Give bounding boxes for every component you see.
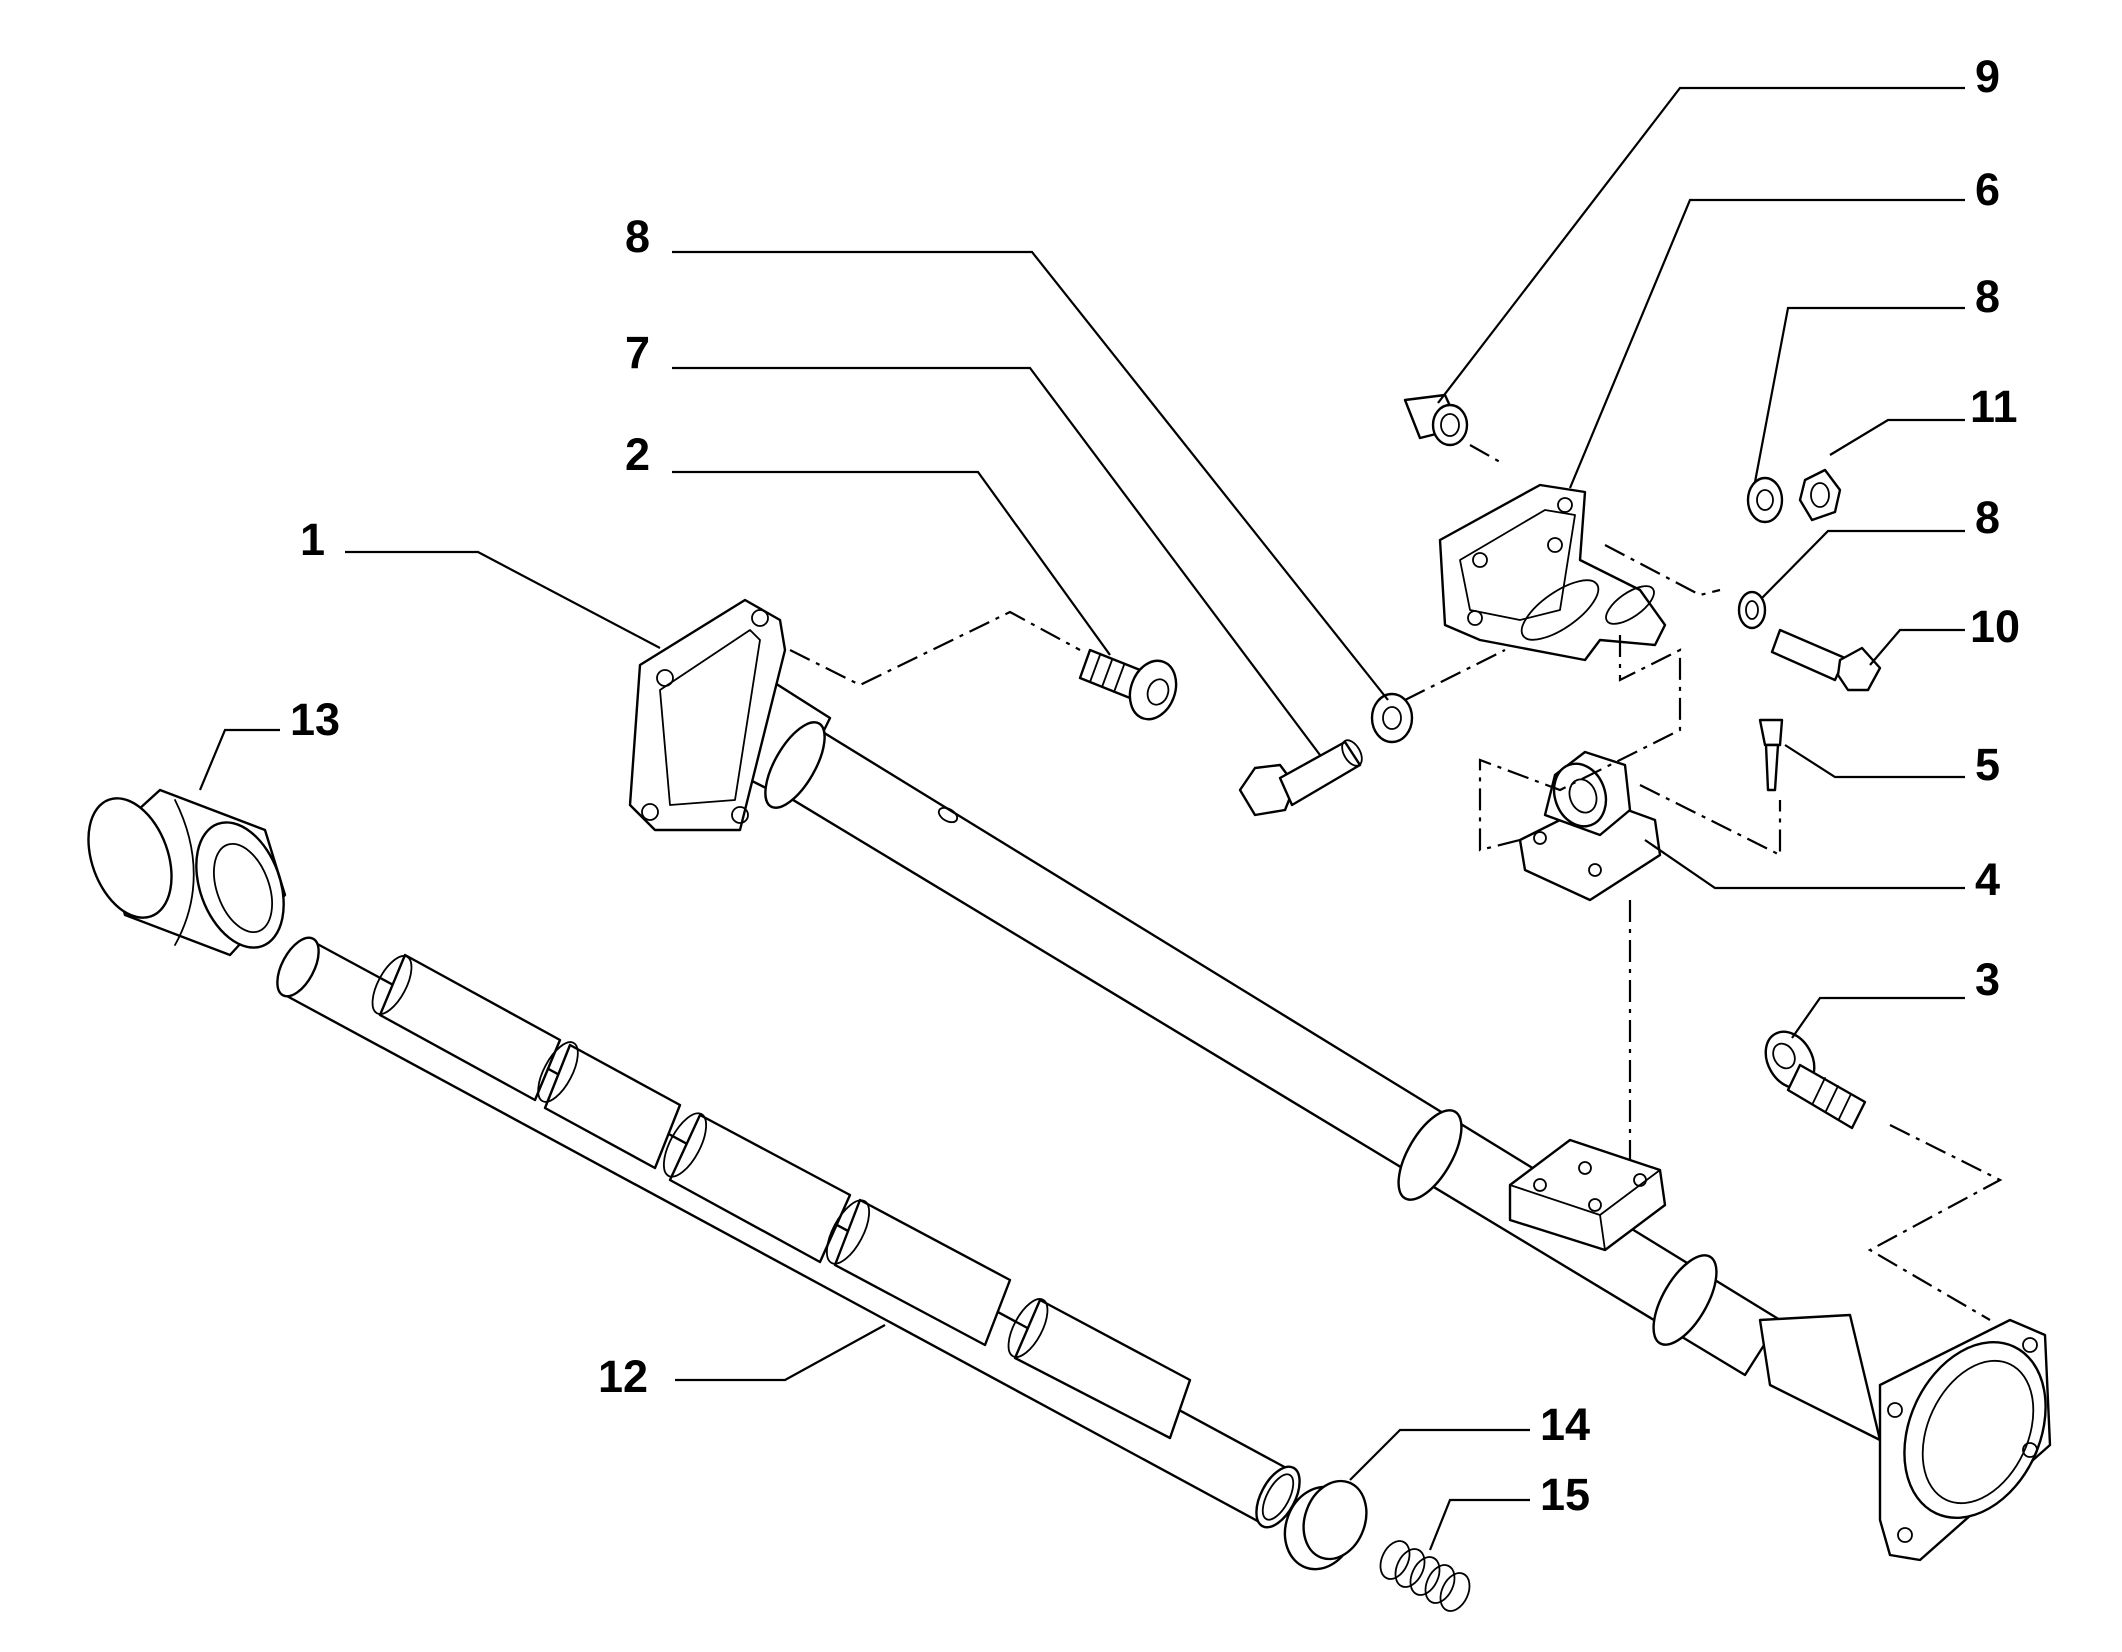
callout-14: 14 xyxy=(1540,1399,1590,1450)
callout-1: 1 xyxy=(300,514,325,565)
part-6-bracket[interactable] xyxy=(1438,483,1667,662)
part-9-sleeve[interactable] xyxy=(1403,393,1469,447)
callout-8-lower: 8 xyxy=(1975,492,2000,543)
part-2-screw[interactable] xyxy=(1078,648,1184,726)
part-1-main-tube[interactable] xyxy=(628,598,2073,1562)
callout-8-upper: 8 xyxy=(1975,271,2000,322)
part-8-washer-left[interactable] xyxy=(1370,692,1414,744)
part-15-spring[interactable] xyxy=(1375,1536,1475,1615)
part-8-washer-lower[interactable] xyxy=(1737,590,1767,630)
part-12-shaft[interactable] xyxy=(269,931,1309,1534)
callout-11: 11 xyxy=(1970,381,2018,432)
part-4-mount-block[interactable] xyxy=(1518,750,1662,902)
leader-lines xyxy=(198,86,1965,1551)
callout-12: 12 xyxy=(598,1351,648,1402)
callout-labels: 1 2 3 4 5 6 7 8 8 8 9 10 11 12 13 14 15 xyxy=(290,51,2020,1520)
part-3-screw[interactable] xyxy=(1756,1023,1867,1130)
part-13-bushing[interactable] xyxy=(73,787,300,960)
part-7-hex-bolt[interactable] xyxy=(1238,737,1366,817)
callout-15: 15 xyxy=(1540,1469,1590,1520)
part-11-hex-nut[interactable] xyxy=(1798,468,1842,522)
callout-6: 6 xyxy=(1975,164,2000,215)
part-8-washer-upper[interactable] xyxy=(1746,476,1784,524)
callout-9: 9 xyxy=(1975,51,2000,102)
callout-10: 10 xyxy=(1970,601,2020,652)
part-5-bolt[interactable] xyxy=(1758,718,1784,792)
callout-7: 7 xyxy=(625,327,650,378)
callout-8-left: 8 xyxy=(625,211,650,262)
callout-2: 2 xyxy=(625,429,650,480)
part-14-cap[interactable] xyxy=(1274,1472,1377,1579)
callout-5: 5 xyxy=(1975,739,2000,790)
alignment-lines xyxy=(789,444,2003,1321)
callout-13: 13 xyxy=(290,694,340,745)
callout-4: 4 xyxy=(1975,854,2000,905)
part-10-hex-bolt[interactable] xyxy=(1770,628,1882,692)
callout-3: 3 xyxy=(1975,954,2000,1005)
